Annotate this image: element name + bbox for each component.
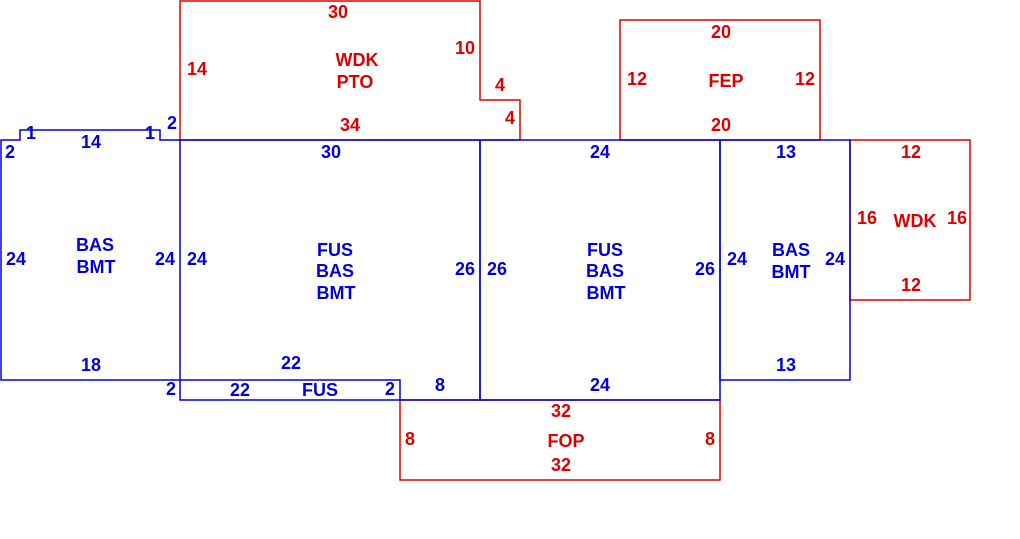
dim-label: 12 bbox=[901, 275, 921, 295]
dim-label: 8 bbox=[435, 375, 445, 395]
dim-label: 1 bbox=[145, 123, 155, 143]
dim-label: 14 bbox=[81, 132, 101, 152]
area-code: WDK bbox=[894, 211, 937, 231]
dim-label: 18 bbox=[81, 355, 101, 375]
dim-label: 26 bbox=[455, 259, 475, 279]
dim-label: 1 bbox=[26, 123, 36, 143]
dim-label: 8 bbox=[705, 429, 715, 449]
dim-label: 24 bbox=[590, 375, 610, 395]
wdk-right-area: 12 16 WDK 16 12 bbox=[849, 139, 971, 301]
dim-label: 24 bbox=[727, 249, 747, 269]
dim-label: 22 bbox=[281, 353, 301, 373]
dim-label: 2 bbox=[5, 142, 15, 162]
dim-label: 16 bbox=[857, 208, 877, 228]
dim-label: 10 bbox=[455, 38, 475, 58]
area-code: FEP bbox=[708, 71, 743, 91]
bas-right-area: 13 24 BAS BMT 24 13 bbox=[719, 139, 851, 381]
dim-label: 26 bbox=[695, 259, 715, 279]
wdk-pto-area: 30 14 WDK PTO 10 4 4 34 bbox=[179, 0, 521, 141]
dim-label: 24 bbox=[825, 249, 845, 269]
dim-label: 32 bbox=[551, 401, 571, 421]
dim-label: 20 bbox=[711, 22, 731, 42]
area-code: BAS bbox=[772, 240, 810, 260]
area-code: BMT bbox=[587, 283, 626, 303]
bas-left-area: 1 14 1 2 2 24 BAS BMT 24 18 bbox=[0, 113, 180, 381]
dim-label: 26 bbox=[487, 259, 507, 279]
dim-label: 12 bbox=[627, 69, 647, 89]
area-code: BMT bbox=[772, 262, 811, 282]
area-code: BAS bbox=[76, 235, 114, 255]
area-code: BMT bbox=[77, 257, 116, 277]
dim-label: 24 bbox=[155, 249, 175, 269]
dim-label: 12 bbox=[901, 142, 921, 162]
dim-label: 8 bbox=[405, 429, 415, 449]
dim-label: 34 bbox=[340, 115, 360, 135]
dim-label: 20 bbox=[711, 115, 731, 135]
bas-right-outline bbox=[719, 139, 851, 381]
area-code: FUS bbox=[302, 380, 338, 400]
area-code: BAS bbox=[586, 261, 624, 281]
area-code: FUS bbox=[317, 240, 353, 260]
fus-right-area: 24 26 FUS BAS BMT 26 24 bbox=[479, 139, 721, 401]
dim-label: 2 bbox=[167, 113, 177, 133]
dim-label: 30 bbox=[321, 142, 341, 162]
dim-label: 4 bbox=[495, 75, 505, 95]
dim-label: 24 bbox=[187, 249, 207, 269]
dim-label: 13 bbox=[776, 355, 796, 375]
area-code: BMT bbox=[317, 283, 356, 303]
fop-area: 32 8 FOP 8 32 bbox=[399, 399, 721, 481]
fus-left-area: 24 30 FUS BAS BMT 26 22 2 22 FUS 2 8 bbox=[166, 139, 481, 401]
area-code: FOP bbox=[547, 431, 584, 451]
area-code: WDK bbox=[336, 50, 379, 70]
dim-label: 14 bbox=[187, 59, 207, 79]
dim-label: 22 bbox=[230, 380, 250, 400]
dim-label: 12 bbox=[795, 69, 815, 89]
area-code: FUS bbox=[587, 240, 623, 260]
bas-left-outline bbox=[0, 129, 180, 381]
dim-label: 13 bbox=[776, 142, 796, 162]
dim-label: 2 bbox=[166, 379, 176, 399]
dim-label: 32 bbox=[551, 455, 571, 475]
dim-label: 30 bbox=[328, 2, 348, 22]
dim-label: 16 bbox=[947, 208, 967, 228]
area-code: BAS bbox=[316, 261, 354, 281]
fus-strip-outline bbox=[179, 380, 400, 401]
dim-label: 24 bbox=[6, 249, 26, 269]
fep-area: 20 12 FEP 12 20 bbox=[619, 19, 821, 141]
dim-label: 2 bbox=[385, 379, 395, 399]
dim-label: 4 bbox=[505, 108, 515, 128]
area-code: PTO bbox=[337, 72, 374, 92]
dim-label: 24 bbox=[590, 142, 610, 162]
